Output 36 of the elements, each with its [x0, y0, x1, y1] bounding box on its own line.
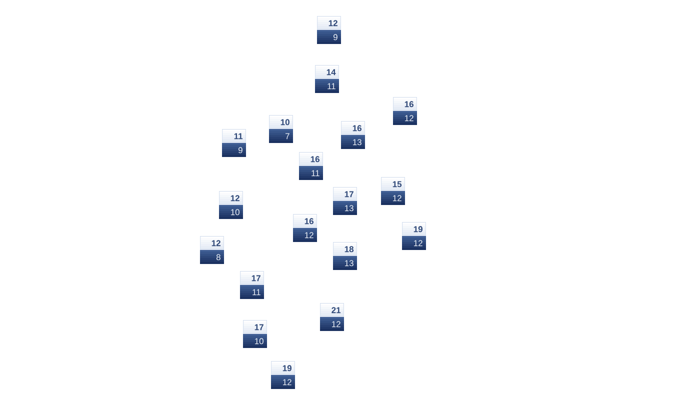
- lower-number-cell: 11: [299, 166, 323, 180]
- upper-number-cell: 19: [271, 361, 295, 375]
- upper-number-cell: 14: [315, 65, 339, 79]
- upper-number-cell: 15: [381, 177, 405, 191]
- lower-number-cell: 11: [240, 285, 264, 299]
- lower-number-cell: 10: [243, 334, 267, 348]
- lower-number-cell: 12: [293, 228, 317, 242]
- upper-number-cell: 17: [243, 320, 267, 334]
- lower-number-cell: 10: [219, 205, 243, 219]
- upper-number-cell: 17: [333, 187, 357, 201]
- lower-number-cell: 12: [320, 317, 344, 331]
- lower-number-cell: 9: [317, 30, 341, 44]
- lower-number-cell: 13: [341, 135, 365, 149]
- upper-number-cell: 16: [293, 214, 317, 228]
- upper-number-cell: 19: [402, 222, 426, 236]
- upper-number-cell: 18: [333, 242, 357, 256]
- upper-number-cell: 10: [269, 115, 293, 129]
- upper-number-cell: 12: [219, 191, 243, 205]
- lower-number-cell: 8: [200, 250, 224, 264]
- upper-number-cell: 16: [299, 152, 323, 166]
- upper-number-cell: 17: [240, 271, 264, 285]
- upper-number-cell: 16: [393, 97, 417, 111]
- upper-number-cell: 12: [317, 16, 341, 30]
- lower-number-cell: 13: [333, 256, 357, 270]
- lower-number-cell: 11: [315, 79, 339, 93]
- upper-number-cell: 12: [200, 236, 224, 250]
- lower-number-cell: 12: [402, 236, 426, 250]
- lower-number-cell: 12: [271, 375, 295, 389]
- lower-number-cell: 13: [333, 201, 357, 215]
- lower-number-cell: 12: [393, 111, 417, 125]
- upper-number-cell: 21: [320, 303, 344, 317]
- lower-number-cell: 12: [381, 191, 405, 205]
- lower-number-cell: 9: [222, 143, 246, 157]
- lower-number-cell: 7: [269, 129, 293, 143]
- upper-number-cell: 11: [222, 129, 246, 143]
- upper-number-cell: 16: [341, 121, 365, 135]
